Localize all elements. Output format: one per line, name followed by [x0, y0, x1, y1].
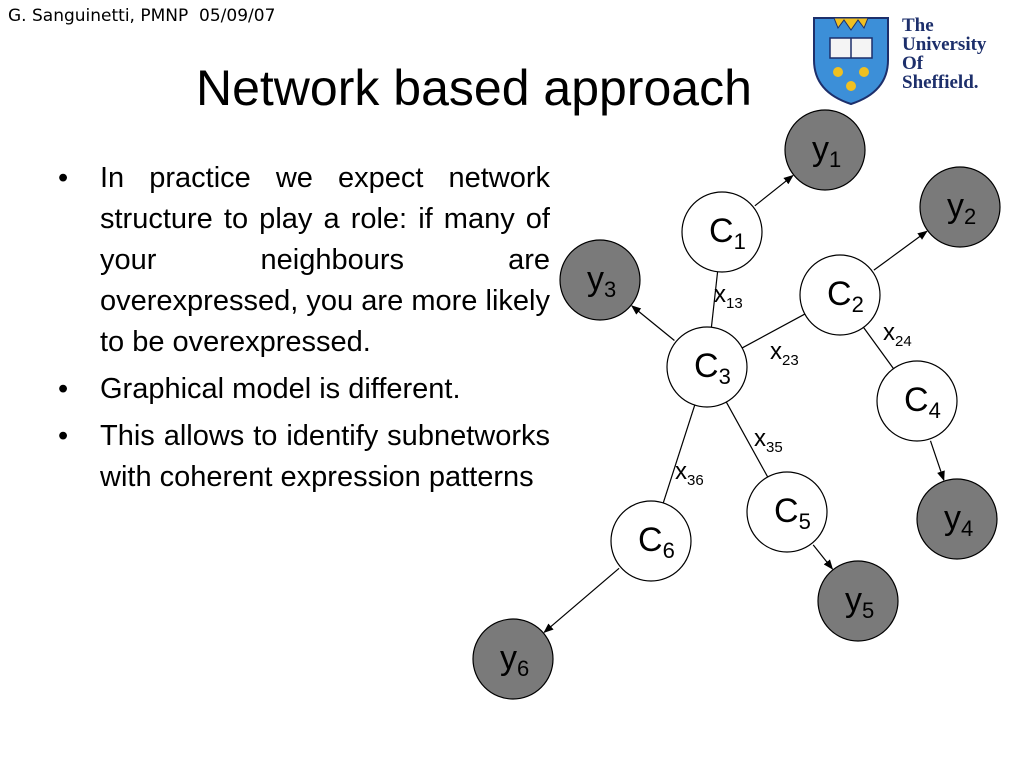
- bullet-dot-icon: •: [58, 162, 69, 194]
- node-label-y4: y4: [944, 499, 973, 541]
- node-label-C2: C2: [827, 275, 864, 317]
- node-label-C1: C1: [709, 212, 746, 254]
- slide-title: Network based approach: [196, 60, 752, 116]
- bullet-dot-icon: •: [58, 420, 69, 452]
- arrow-C1-y1: [754, 174, 794, 207]
- node-y5: y5: [817, 560, 899, 642]
- node-circle: [666, 326, 748, 408]
- logo-line: University: [902, 34, 987, 55]
- node-label-y5: y5: [845, 581, 874, 623]
- node-C3: C3: [666, 326, 748, 408]
- node-circle: [916, 478, 998, 560]
- edge-C3-C5: [725, 401, 769, 478]
- node-label-C5: C5: [774, 492, 811, 534]
- edge-label-x13: x13: [714, 281, 743, 312]
- bullet-item: • In practice we expect network structur…: [58, 158, 550, 363]
- node-label-C3: C3: [694, 347, 731, 389]
- bullet-text: This allows to identify subnetworks with…: [100, 420, 550, 493]
- edge-C1-C3: [710, 271, 719, 328]
- bullet-text: In practice we expect network structure …: [100, 162, 550, 358]
- node-circle: [876, 360, 958, 442]
- edge-label-x23: x23: [770, 338, 799, 369]
- bullet-dot-icon: •: [58, 373, 69, 405]
- node-circle: [681, 191, 763, 273]
- node-circle: [919, 166, 1001, 248]
- node-C2: C2: [799, 254, 881, 336]
- node-label-y1: y1: [812, 130, 841, 172]
- logo-line: Sheffield.: [902, 72, 979, 93]
- bullet-text: Graphical model is different.: [100, 373, 461, 405]
- edge-C2-C3: [741, 313, 806, 349]
- node-y6: y6: [472, 618, 554, 700]
- node-label-C4: C4: [904, 381, 941, 423]
- bullet-list: • In practice we expect network structur…: [58, 158, 550, 504]
- arrow-C4-y4: [929, 440, 945, 482]
- arrow-C3-y3: [631, 305, 675, 341]
- bullet-item: • Graphical model is different.: [58, 369, 550, 410]
- node-label-y6: y6: [500, 639, 529, 681]
- node-C5: C5: [746, 471, 828, 553]
- edge-label-x24: x24: [883, 319, 912, 350]
- edge-C3-C6: [662, 404, 696, 504]
- logo-line: The: [902, 15, 934, 36]
- node-y1: y1: [784, 109, 866, 191]
- node-C4: C4: [876, 360, 958, 442]
- node-circle: [799, 254, 881, 336]
- bullet-item: • This allows to identify subnetworks wi…: [58, 416, 550, 498]
- node-C6: C6: [610, 500, 692, 582]
- node-C1: C1: [681, 191, 763, 273]
- edge-label-x35: x35: [754, 425, 783, 456]
- node-y2: y2: [919, 166, 1001, 248]
- crest-icon: [813, 17, 889, 106]
- arrow-C5-y5: [812, 544, 834, 570]
- arrow-C2-y2: [873, 230, 928, 271]
- node-circle: [817, 560, 899, 642]
- node-circle: [559, 239, 641, 321]
- edge-C2-C4: [863, 327, 894, 369]
- logo-wordmark: The University Of Sheffield.: [902, 16, 986, 92]
- logo-line: Of: [902, 53, 924, 74]
- node-y4: y4: [916, 478, 998, 560]
- node-label-y2: y2: [947, 187, 976, 229]
- node-circle: [610, 500, 692, 582]
- university-logo: The University Of Sheffield.: [808, 10, 1022, 108]
- node-circle: [746, 471, 828, 553]
- node-label-C6: C6: [638, 521, 675, 563]
- node-label-y3: y3: [587, 260, 616, 302]
- edge-label-x36: x36: [675, 458, 704, 489]
- node-circle: [784, 109, 866, 191]
- arrow-C6-y6: [543, 567, 620, 634]
- node-circle: [472, 618, 554, 700]
- node-y3: y3: [559, 239, 641, 321]
- slide-header: G. Sanguinetti, PMNP 05/09/07: [8, 6, 276, 26]
